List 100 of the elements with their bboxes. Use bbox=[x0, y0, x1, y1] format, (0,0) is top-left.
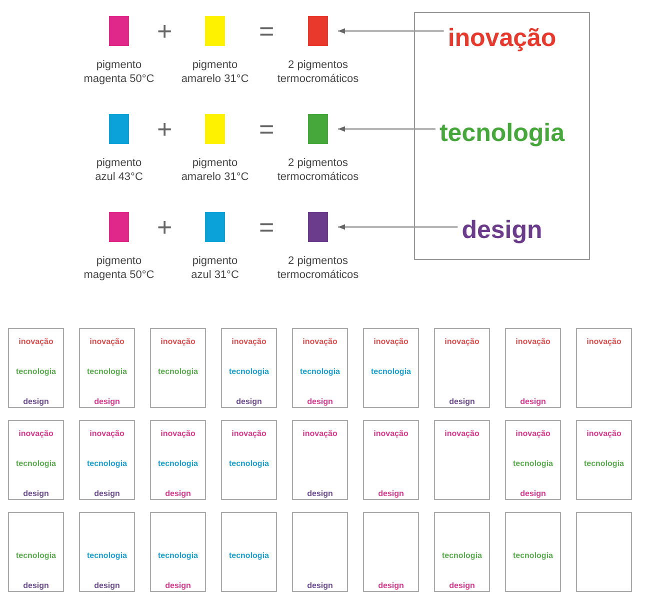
equals-sign: = bbox=[259, 116, 274, 142]
card bbox=[434, 420, 490, 500]
swatch-caption: pigmento azul 31°C bbox=[190, 254, 240, 282]
word-label: design bbox=[93, 489, 121, 499]
swatch-caption: pigmento magenta 50°C bbox=[82, 254, 156, 282]
word-label: tecnologia bbox=[86, 367, 128, 377]
swatch-caption: pigmento amarelo 31°C bbox=[180, 156, 250, 184]
word-label: tecnologia bbox=[512, 459, 554, 469]
word-label: tecnologia bbox=[14, 367, 57, 377]
frame-box bbox=[414, 12, 590, 260]
word-label: tecnologia bbox=[440, 551, 483, 561]
word-label: inovação bbox=[302, 337, 338, 347]
word-label: tecnologia bbox=[228, 459, 270, 469]
word-label: design bbox=[377, 581, 405, 591]
word-label: inovação bbox=[230, 337, 268, 347]
card bbox=[363, 328, 419, 408]
word-label: inovação bbox=[372, 337, 410, 347]
word-label: inovação bbox=[88, 429, 126, 439]
word-label: tecnologia bbox=[86, 459, 128, 469]
word-label: design bbox=[22, 581, 50, 591]
word-label: inovação bbox=[514, 429, 552, 439]
word-label: inovação bbox=[444, 429, 480, 439]
card bbox=[292, 420, 348, 500]
card bbox=[576, 512, 632, 592]
arrow bbox=[338, 28, 444, 34]
swatch-caption: 2 pigmentos termocromáticos bbox=[276, 156, 360, 184]
word-label: design bbox=[448, 397, 476, 407]
card bbox=[434, 328, 490, 408]
card bbox=[150, 328, 206, 408]
swatch-caption: pigmento amarelo 31°C bbox=[180, 58, 250, 86]
word-label: design bbox=[306, 489, 334, 499]
word-label: inovação bbox=[444, 337, 480, 347]
word-label: inovação bbox=[160, 337, 196, 347]
word-label: tecnologia bbox=[582, 459, 625, 469]
word-label: inovação bbox=[18, 337, 54, 347]
word-label: inovação bbox=[372, 429, 410, 439]
card bbox=[363, 420, 419, 500]
word-label: design bbox=[164, 581, 192, 591]
swatch-caption: 2 pigmentos termocromáticos bbox=[276, 254, 360, 282]
word-label: design bbox=[93, 581, 121, 591]
word-label: tecnologia bbox=[228, 367, 270, 377]
word-label: design bbox=[164, 489, 192, 499]
word-label: inovação bbox=[18, 429, 54, 439]
card bbox=[221, 420, 277, 500]
equals-sign: = bbox=[259, 214, 274, 240]
word-label: design bbox=[22, 489, 50, 499]
card bbox=[79, 328, 135, 408]
card bbox=[292, 512, 348, 592]
swatch-caption: 2 pigmentos termocromáticos bbox=[276, 58, 360, 86]
card bbox=[79, 512, 135, 592]
word-label: design bbox=[377, 489, 405, 499]
word-label: tecnologia bbox=[228, 551, 270, 561]
swatch-caption: pigmento magenta 50°C bbox=[82, 58, 156, 86]
card bbox=[505, 420, 561, 500]
card bbox=[8, 512, 64, 592]
word-label: tecnologia bbox=[156, 459, 199, 469]
word-label: inovação bbox=[302, 429, 338, 439]
card bbox=[150, 420, 206, 500]
word-label: design bbox=[22, 397, 50, 407]
card bbox=[505, 328, 561, 408]
word-label: design bbox=[519, 489, 547, 499]
keyword: design bbox=[415, 216, 589, 244]
card bbox=[221, 328, 277, 408]
plus-sign: + bbox=[157, 18, 172, 44]
card bbox=[576, 420, 632, 500]
word-label: design bbox=[448, 581, 476, 591]
word-label: tecnologia bbox=[14, 551, 57, 561]
word-label: inovação bbox=[230, 429, 268, 439]
card bbox=[505, 512, 561, 592]
word-label: tecnologia bbox=[370, 367, 412, 377]
word-label: inovação bbox=[88, 337, 126, 347]
equals-sign: = bbox=[259, 18, 274, 44]
word-label: tecnologia bbox=[86, 551, 128, 561]
word-label: inovação bbox=[160, 429, 196, 439]
card bbox=[221, 512, 277, 592]
card bbox=[292, 328, 348, 408]
word-label: tecnologia bbox=[512, 551, 554, 561]
word-label: tecnologia bbox=[14, 459, 57, 469]
word-label: inovação bbox=[514, 337, 552, 347]
plus-sign: + bbox=[157, 116, 172, 142]
plus-sign: + bbox=[157, 214, 172, 240]
keyword: inovação bbox=[415, 24, 589, 52]
word-label: design bbox=[235, 397, 263, 407]
card bbox=[8, 328, 64, 408]
word-label: design bbox=[306, 581, 334, 591]
card bbox=[150, 512, 206, 592]
keyword: tecnologia bbox=[415, 119, 589, 147]
swatch-caption: pigmento azul 43°C bbox=[94, 156, 144, 184]
card bbox=[79, 420, 135, 500]
word-label: design bbox=[93, 397, 121, 407]
word-label: tecnologia bbox=[298, 367, 341, 377]
card bbox=[363, 512, 419, 592]
word-label: design bbox=[519, 397, 547, 407]
word-label: inovação bbox=[586, 337, 622, 347]
card bbox=[576, 328, 632, 408]
card bbox=[434, 512, 490, 592]
arrow bbox=[338, 126, 436, 132]
word-label: design bbox=[306, 397, 334, 407]
word-label: inovação bbox=[586, 429, 622, 439]
arrow bbox=[338, 224, 458, 230]
